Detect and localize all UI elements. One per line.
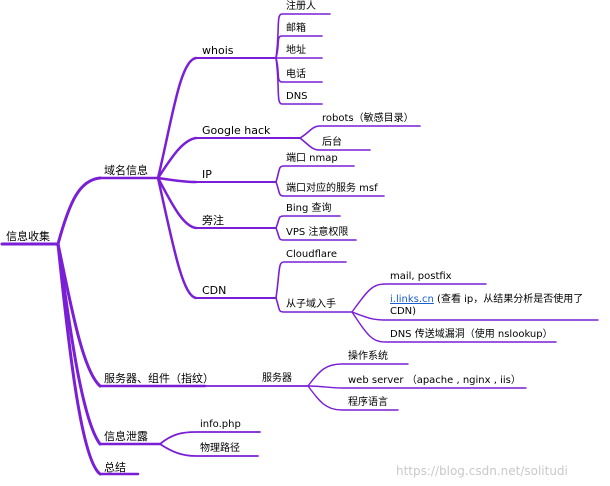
leaf-physical-path: 物理路径 xyxy=(200,443,240,454)
branch-ip xyxy=(156,176,198,184)
watermark-url: https://blog.csdn.net/solitudi xyxy=(396,464,568,478)
leaf-phone: 电话 xyxy=(286,69,306,80)
leaf-mail-postfix: mail, postfix xyxy=(390,271,452,282)
leaf-program-language: 程序语言 xyxy=(348,397,388,408)
leaf-dns: DNS xyxy=(286,91,308,102)
leaf-ilinks: i.links.cn (查看 ip，从结果分析是否使用了CDN) xyxy=(390,294,606,318)
leaf-cloudflare: Cloudflare xyxy=(286,249,338,260)
trunk-summary xyxy=(56,242,102,476)
leaf-registrant: 注册人 xyxy=(286,1,316,12)
leaf-vps-permission: VPS 注意权限 xyxy=(286,227,349,238)
branch-cdn xyxy=(156,176,198,300)
node-ip: IP xyxy=(202,168,212,181)
branch-side xyxy=(156,176,198,230)
node-info-leak: 信息泄露 xyxy=(104,430,148,443)
node-google-hack: Google hack xyxy=(202,124,271,137)
leaf-dns-transfer: DNS 传送域漏洞（使用 nslookup） xyxy=(390,329,553,340)
leaf-bing-query: Bing 查询 xyxy=(286,203,332,214)
leaf-os: 操作系统 xyxy=(348,351,388,362)
node-server-component: 服务器、组件（指纹） xyxy=(104,372,214,385)
leaf-email: 邮箱 xyxy=(286,23,306,34)
leaf-address: 地址 xyxy=(286,45,306,56)
ilinks-description: (查看 ip，从结果分析是否使用了CDN) xyxy=(390,294,584,317)
branch-whois xyxy=(156,56,198,180)
branch-google xyxy=(156,136,198,180)
node-domain-info: 域名信息 xyxy=(104,164,148,177)
node-whois: whois xyxy=(202,44,234,57)
trunk-domain xyxy=(56,176,102,246)
ilinks-link[interactable]: i.links.cn xyxy=(390,294,434,305)
leaf-robots: robots（敏感目录） xyxy=(322,113,414,124)
node-server: 服务器 xyxy=(262,373,292,384)
node-side-injection: 旁注 xyxy=(202,214,224,227)
node-from-subdomain: 从子域入手 xyxy=(286,299,336,310)
leaf-port-service-msf: 端口对应的服务 msf xyxy=(286,183,378,194)
node-cdn: CDN xyxy=(202,284,227,297)
leaf-backend: 后台 xyxy=(322,137,342,148)
leaf-port-nmap: 端口 nmap xyxy=(286,153,338,164)
node-root: 信息收集 xyxy=(6,230,50,243)
leaf-web-server: web server （apache , nginx , iis） xyxy=(348,375,521,386)
leaf-info-php: info.php xyxy=(200,419,241,430)
node-summary: 总结 xyxy=(104,461,126,474)
